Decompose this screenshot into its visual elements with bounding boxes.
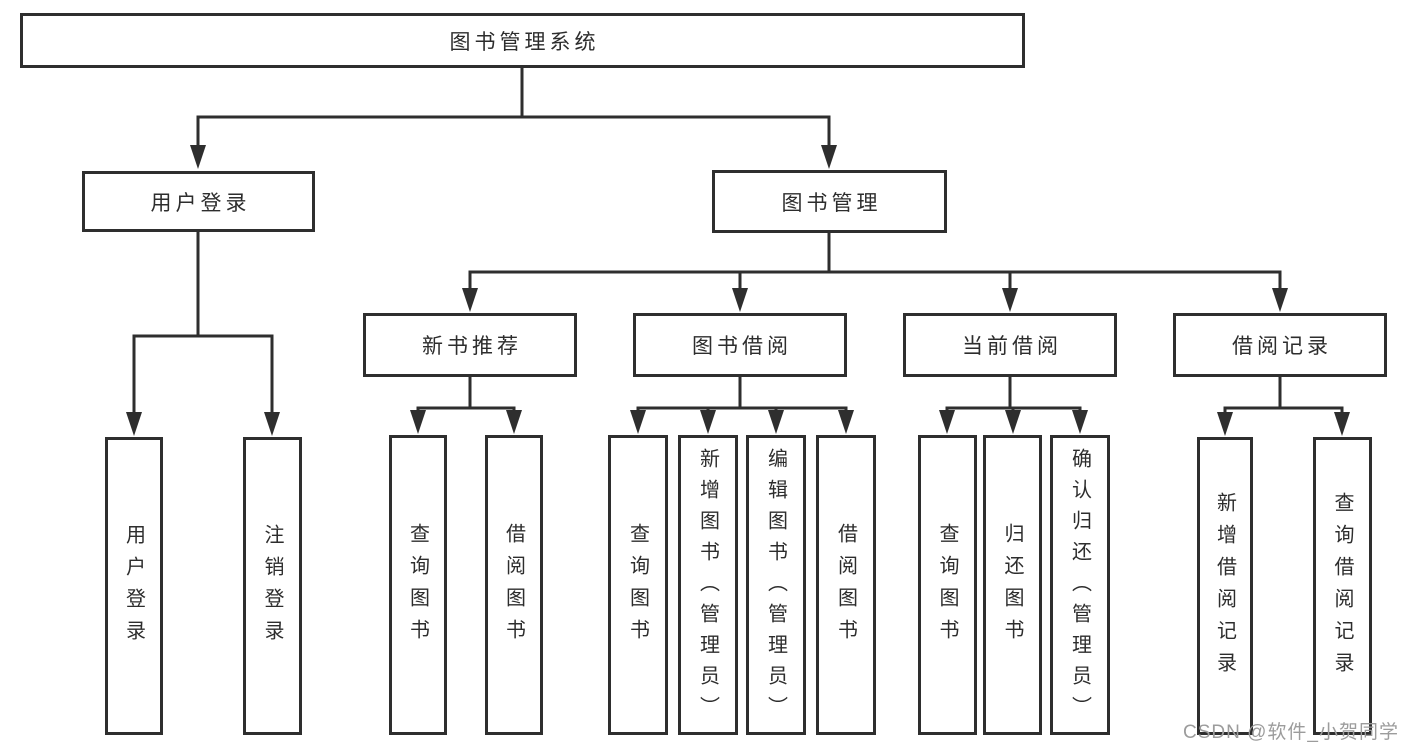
node-book-management: 图书管理 [712, 170, 947, 233]
node-library-management-system: 图书管理系统 [20, 13, 1025, 68]
leaf-borrowing-query-books: 查询图书 [608, 435, 668, 735]
leaf-recommend-borrow-books: 借阅图书 [485, 435, 543, 735]
leaf-current-query-books: 查询图书 [918, 435, 977, 735]
leaf-logout: 注销登录 [243, 437, 302, 735]
node-new-book-recommend: 新书推荐 [363, 313, 577, 377]
leaf-borrowing-add-books-admin: 新增图书（管理员） [678, 435, 738, 735]
node-book-borrowing: 图书借阅 [633, 313, 847, 377]
leaf-borrowing-borrow-books: 借阅图书 [816, 435, 876, 735]
leaf-borrowing-edit-books-admin: 编辑图书（管理员） [746, 435, 806, 735]
node-current-borrowing: 当前借阅 [903, 313, 1117, 377]
leaf-records-add-borrow-record: 新增借阅记录 [1197, 437, 1253, 735]
csdn-watermark: CSDN @软件_小贺同学 [1183, 722, 1399, 743]
leaf-user-login: 用户登录 [105, 437, 163, 735]
leaf-records-query-borrow-record: 查询借阅记录 [1313, 437, 1372, 735]
node-user-login: 用户登录 [82, 171, 315, 232]
leaf-recommend-query-books: 查询图书 [389, 435, 447, 735]
leaf-current-confirm-return-admin: 确认归还（管理员） [1050, 435, 1110, 735]
node-borrow-records: 借阅记录 [1173, 313, 1387, 377]
leaf-current-return-books: 归还图书 [983, 435, 1042, 735]
